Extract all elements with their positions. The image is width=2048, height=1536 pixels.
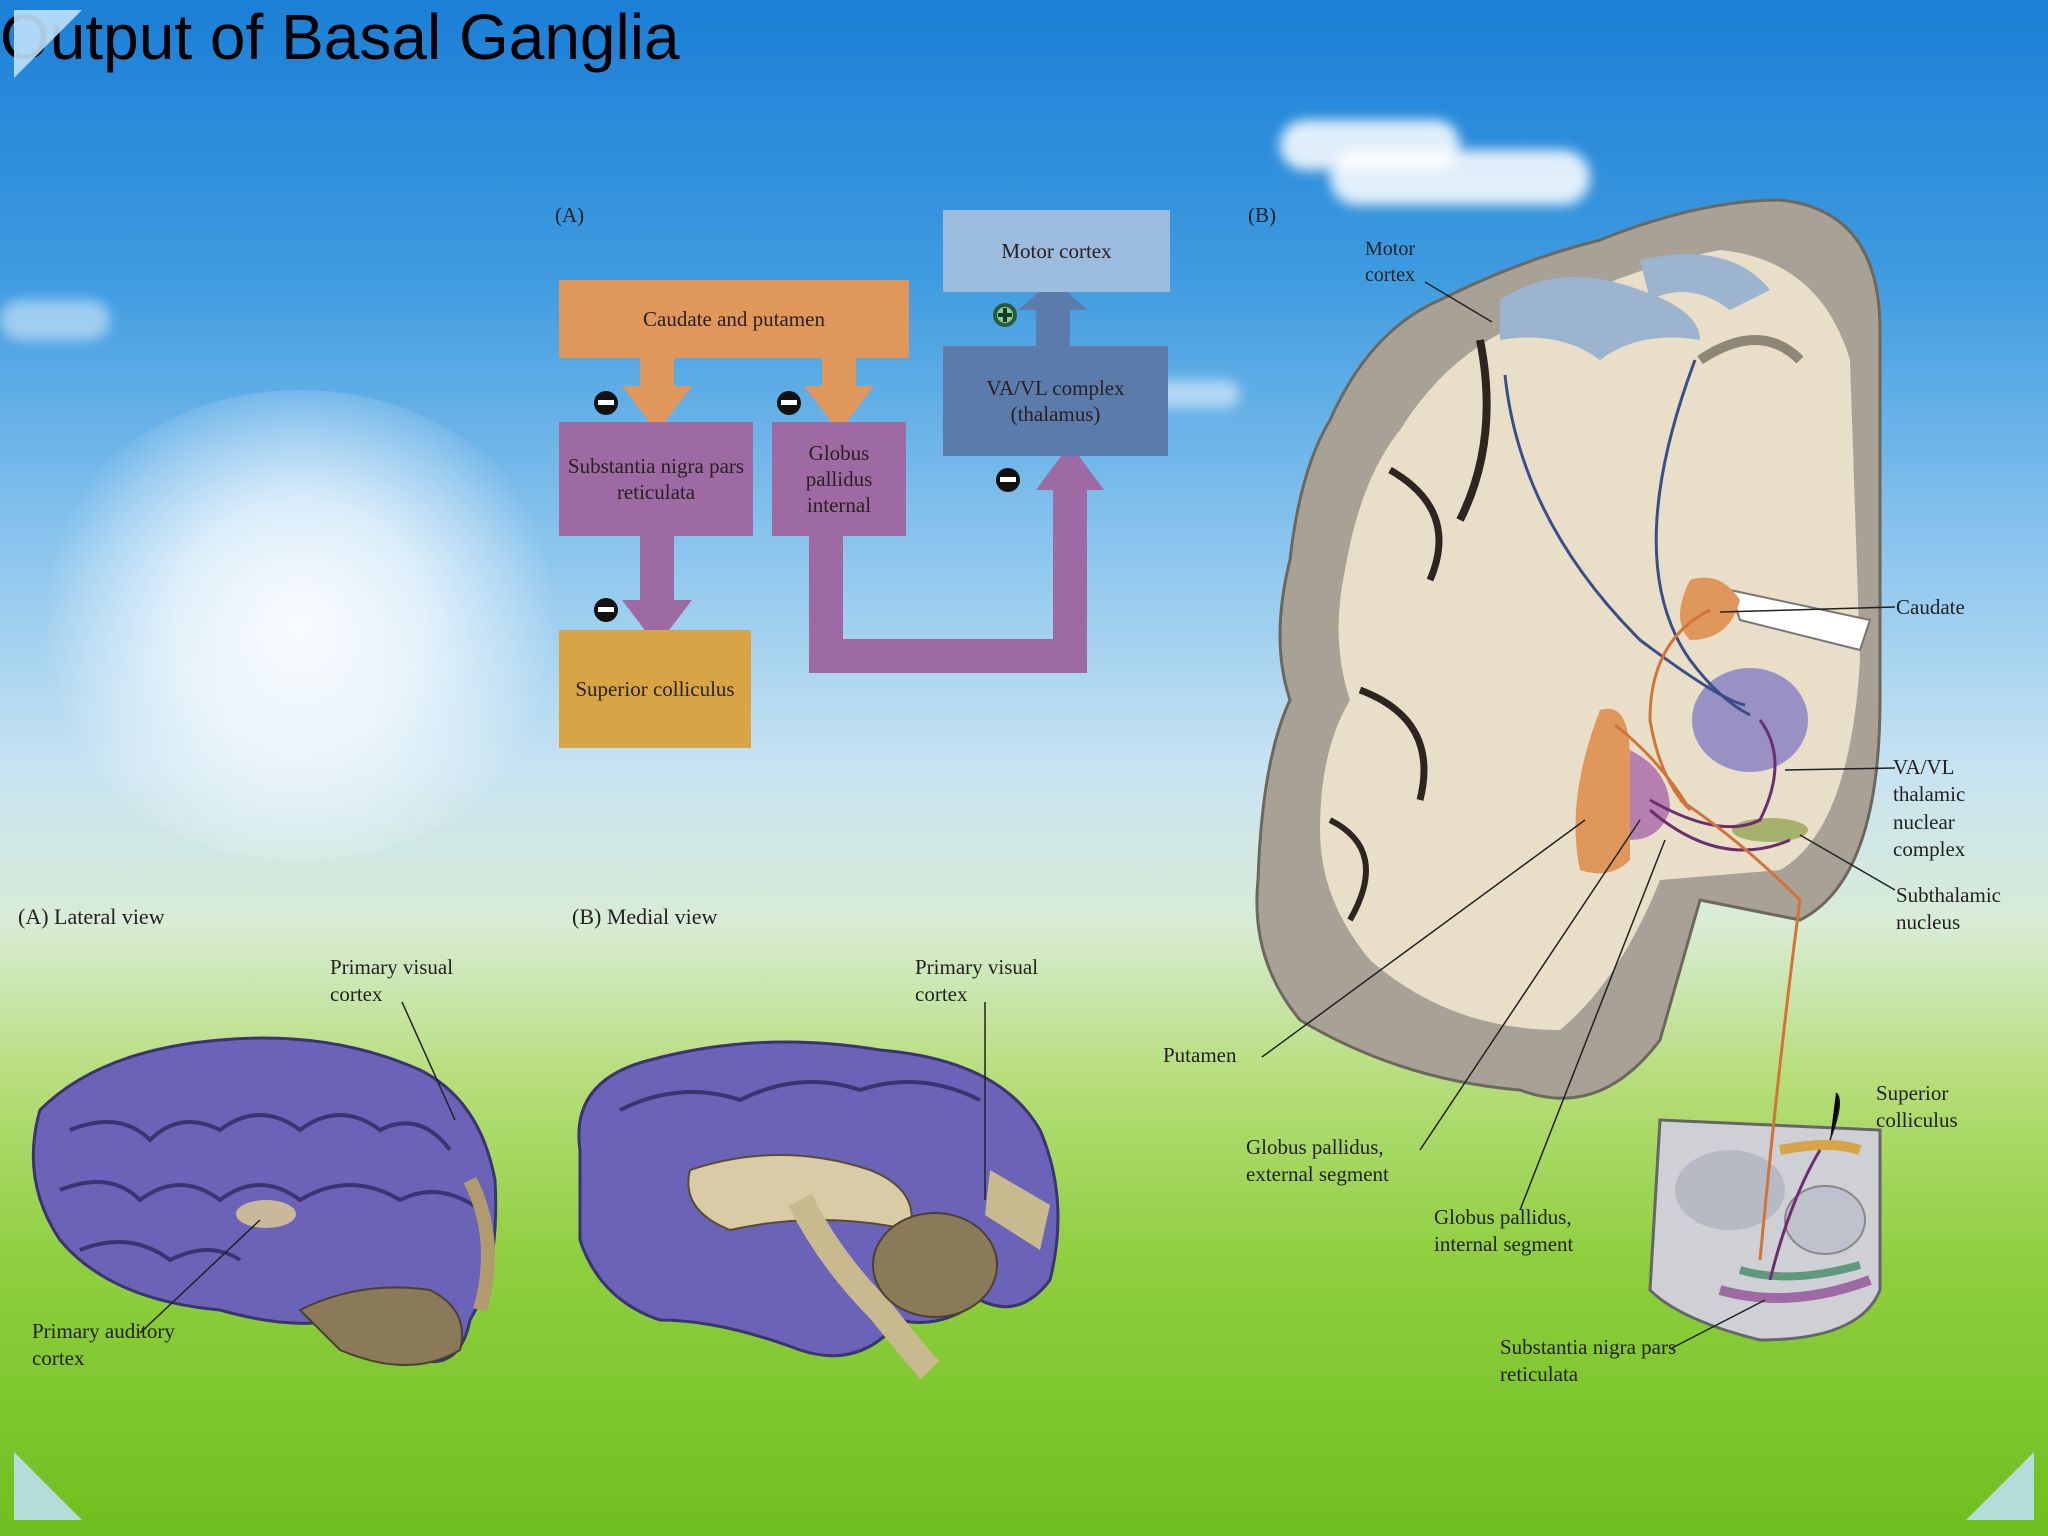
label-gpe: Globus pallidus, external segment bbox=[1246, 1135, 1389, 1187]
caudate-putamen-box: Caudate and putamen bbox=[559, 280, 909, 358]
top-left-corner-triangle bbox=[14, 10, 82, 78]
label-putamen: Putamen bbox=[1163, 1043, 1237, 1067]
inhibitory-sign-icon bbox=[777, 391, 801, 415]
globus-pallidus-internal-box: Globus pallidus internal bbox=[772, 422, 906, 536]
medial-view-label: (B) Medial view bbox=[572, 904, 718, 929]
label-superior-colliculus: Superior colliculus bbox=[1876, 1081, 1958, 1133]
lateral-brain-image bbox=[31, 1036, 498, 1366]
inhibitory-sign-icon bbox=[996, 468, 1020, 492]
substantia-nigra-box: Substantia nigra pars reticulata bbox=[559, 422, 753, 536]
medial-brain-image bbox=[577, 1040, 1060, 1380]
panel-b-label: (B) bbox=[1248, 203, 1276, 227]
cloud bbox=[0, 300, 110, 340]
bottom-left-corner-triangle bbox=[14, 1452, 82, 1520]
label-motor-cortex: Motor cortex bbox=[1365, 238, 1415, 286]
label-caudate: Caudate bbox=[1896, 595, 1965, 619]
label-primary-visual-cortex-lateral: Primary visual cortex bbox=[330, 955, 454, 1007]
lateral-view-label: (A) Lateral view bbox=[18, 904, 165, 929]
superior-colliculus-box: Superior colliculus bbox=[559, 630, 751, 748]
label-vavl: VA/VL thalamic nuclear complex bbox=[1893, 755, 1966, 861]
panel-a-label: (A) bbox=[555, 203, 585, 227]
label-substantia-nigra: Substantia nigra pars reticulata bbox=[1500, 1335, 1677, 1387]
label-gpi: Globus pallidus, internal segment bbox=[1434, 1205, 1574, 1257]
excitatory-sign-icon bbox=[993, 303, 1017, 327]
slide-title: Output of Basal Ganglia bbox=[0, 1, 680, 73]
motor-cortex-box: Motor cortex bbox=[943, 210, 1170, 292]
label-primary-visual-cortex-medial: Primary visual cortex bbox=[915, 955, 1039, 1007]
cloud bbox=[1330, 150, 1590, 205]
vavl-complex-box: VA/VL complex (thalamus) bbox=[943, 346, 1168, 456]
label-subthalamic: Subthalamic nucleus bbox=[1896, 883, 2001, 935]
inhibitory-sign-icon bbox=[594, 391, 618, 415]
inhibitory-sign-icon bbox=[594, 598, 618, 622]
dandelion-image bbox=[30, 390, 570, 860]
label-primary-auditory-cortex: Primary auditory cortex bbox=[32, 1319, 175, 1371]
bottom-right-corner-triangle bbox=[1966, 1452, 2034, 1520]
